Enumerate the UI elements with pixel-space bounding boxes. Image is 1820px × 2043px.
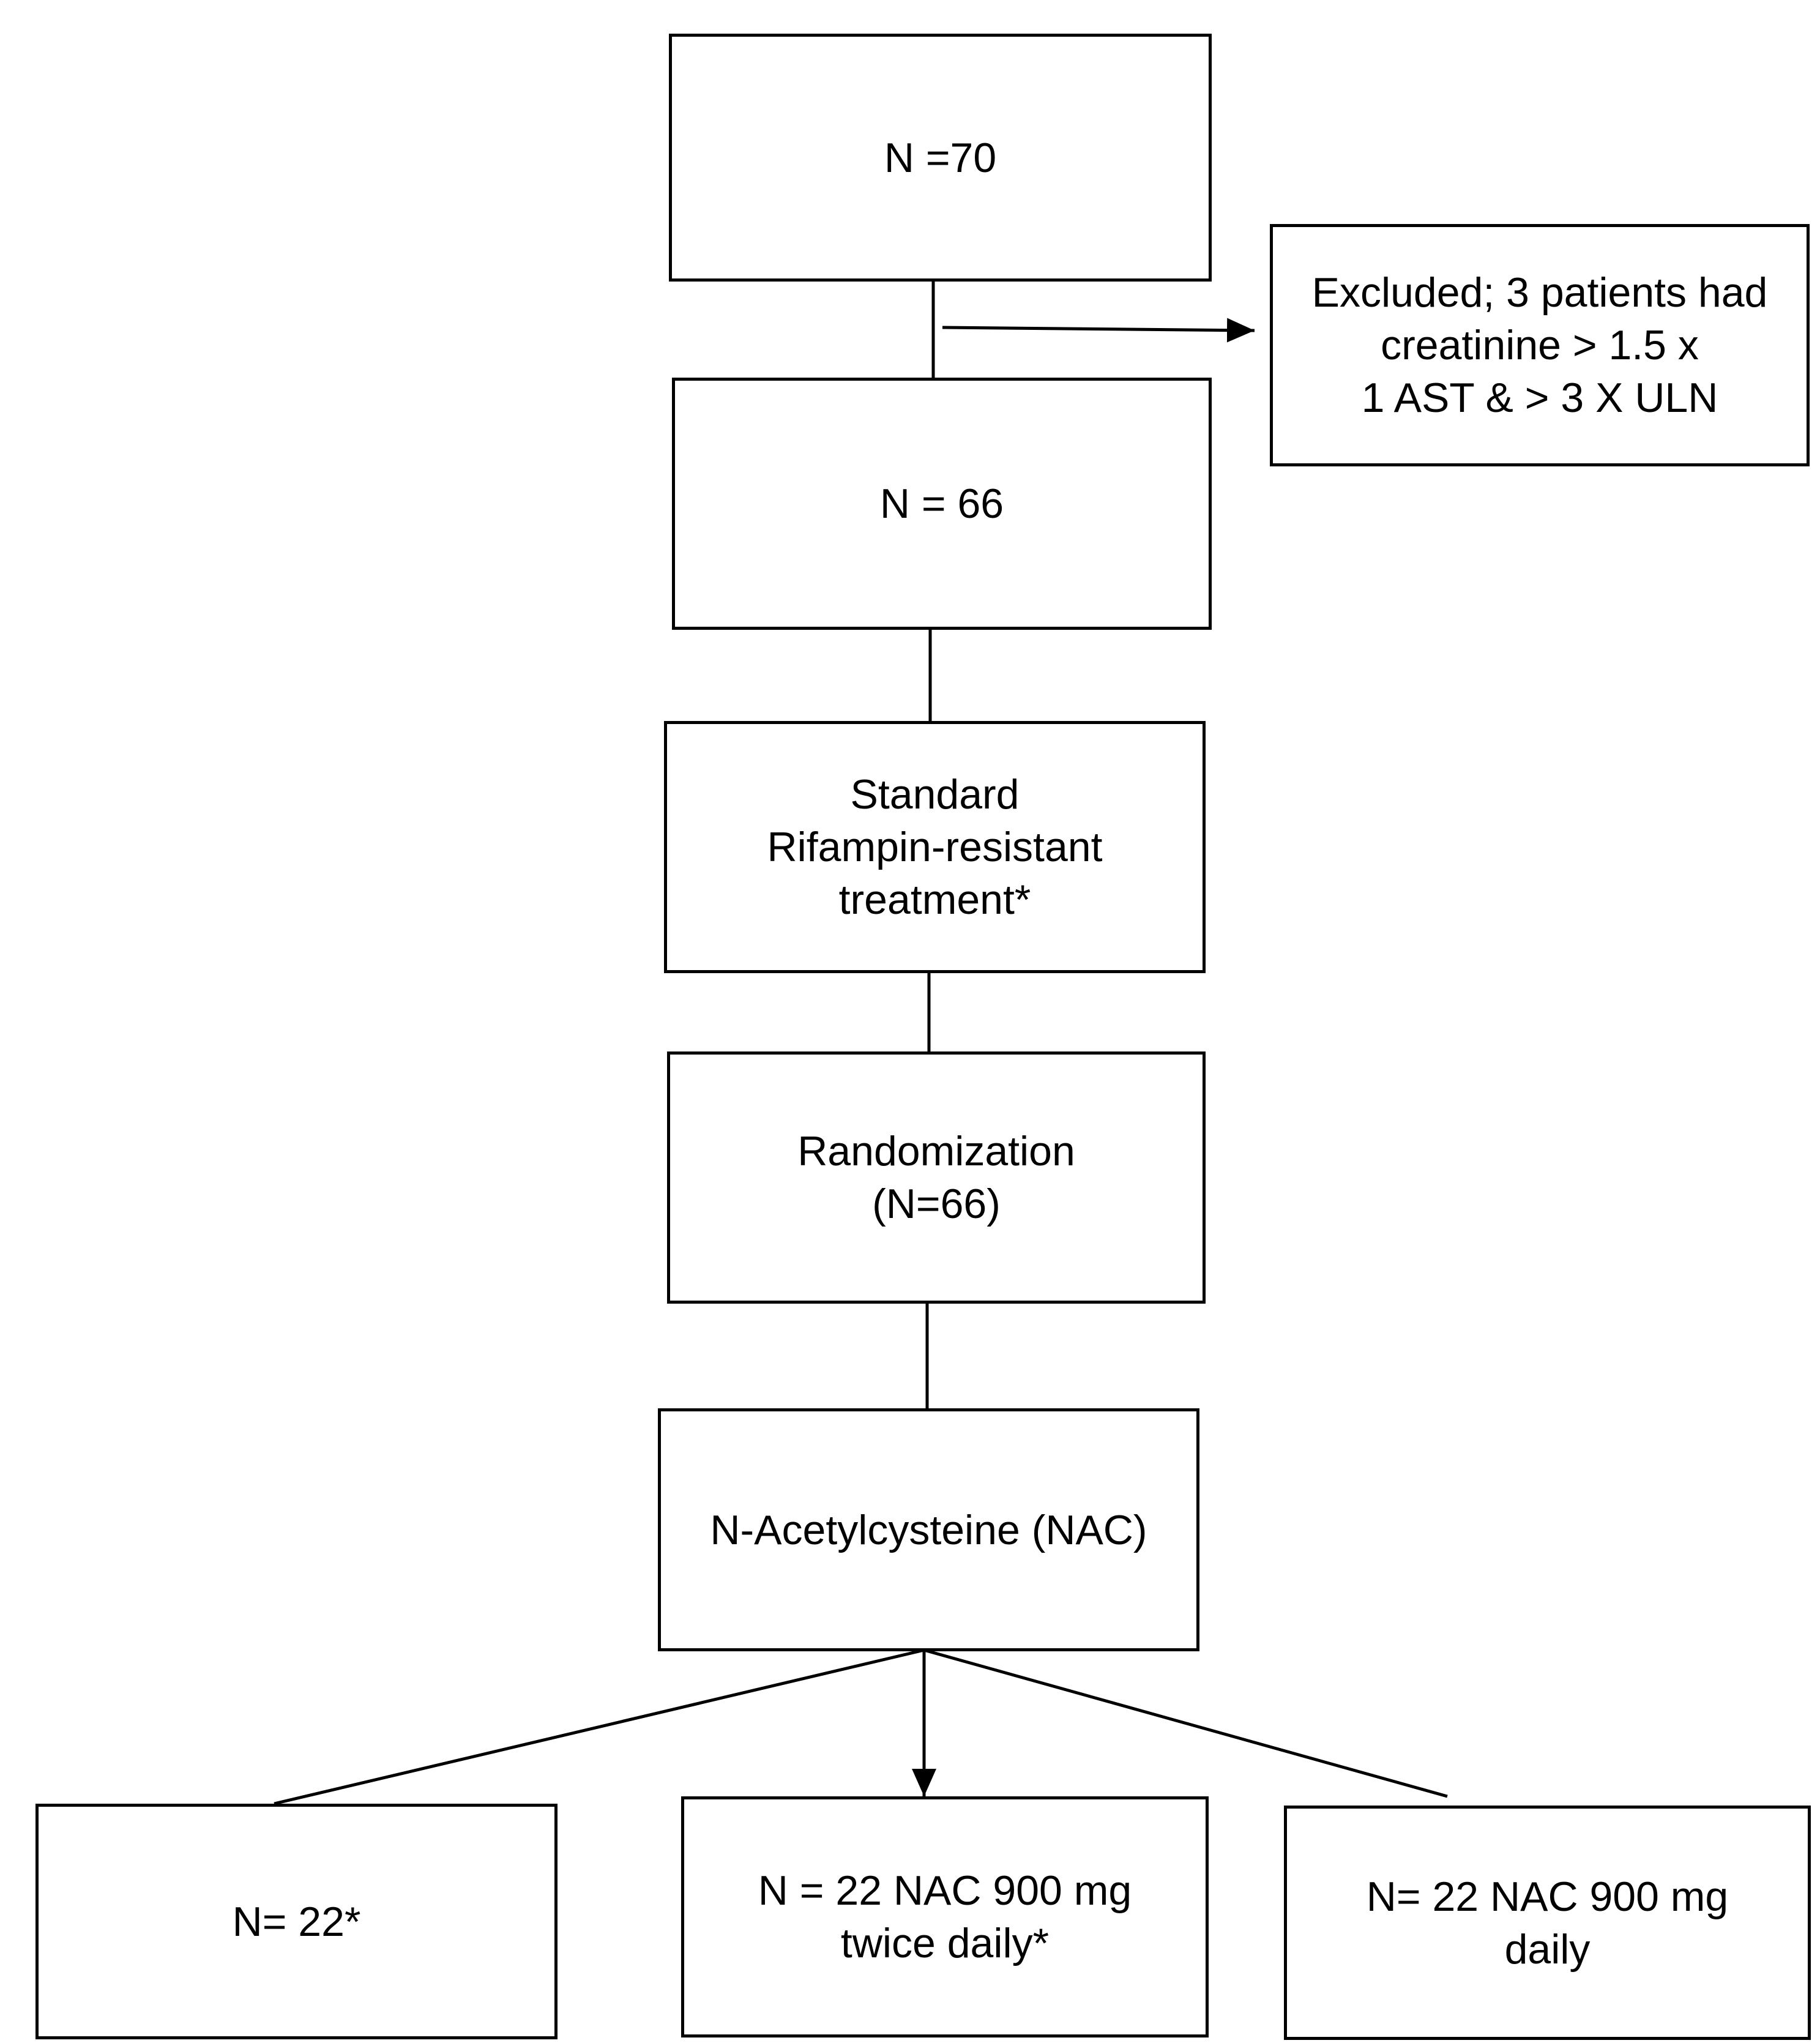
arm1-label: N= 22* [232,1898,361,1945]
arrow-to-excluded [942,318,1255,343]
randomization-box: Randomization (N=66) [667,1051,1206,1304]
excluded-line-2: creatinine > 1.5 x [1381,322,1699,368]
randomization-line-2: (N=66) [872,1181,1001,1227]
arm3-box: N= 22 NAC 900 mg daily [1284,1806,1811,2040]
enrolled-box: N =70 [669,34,1212,282]
excluded-box: Excluded; 3 patients had creatinine > 1.… [1270,224,1810,466]
standard-treatment-box: Standard Rifampin-resistant treatment* [664,721,1206,973]
nac-label: N-Acetylcysteine (NAC) [710,1506,1147,1553]
standard-line-1: Standard [850,771,1020,818]
standard-line-2: Rifampin-resistant [767,824,1103,870]
arm2-line-1: N = 22 NAC 900 mg [758,1867,1132,1914]
arm2-line-2: twice daily* [840,1920,1050,1966]
standard-line-3: treatment* [838,876,1031,923]
eligible-label: N = 66 [879,480,1004,527]
connector-nac-arm1 [274,1648,925,1806]
excluded-line-3: 1 AST & > 3 X ULN [1361,375,1718,421]
arm1-box: N= 22* [35,1804,558,2039]
arm3-line-2: daily [1504,1925,1591,1973]
connector-nac-arm3 [923,1648,1448,1798]
randomization-line-1: Randomization [797,1128,1075,1175]
enrolled-label: N =70 [884,134,997,181]
arm2-box: N = 22 NAC 900 mg twice daily* [681,1796,1209,2037]
nac-box: N-Acetylcysteine (NAC) [658,1408,1199,1651]
arm3-line-1: N= 22 NAC 900 mg [1366,1873,1729,1920]
eligible-box: N = 66 [672,378,1212,630]
excluded-line-1: Excluded; 3 patients had [1311,269,1768,316]
